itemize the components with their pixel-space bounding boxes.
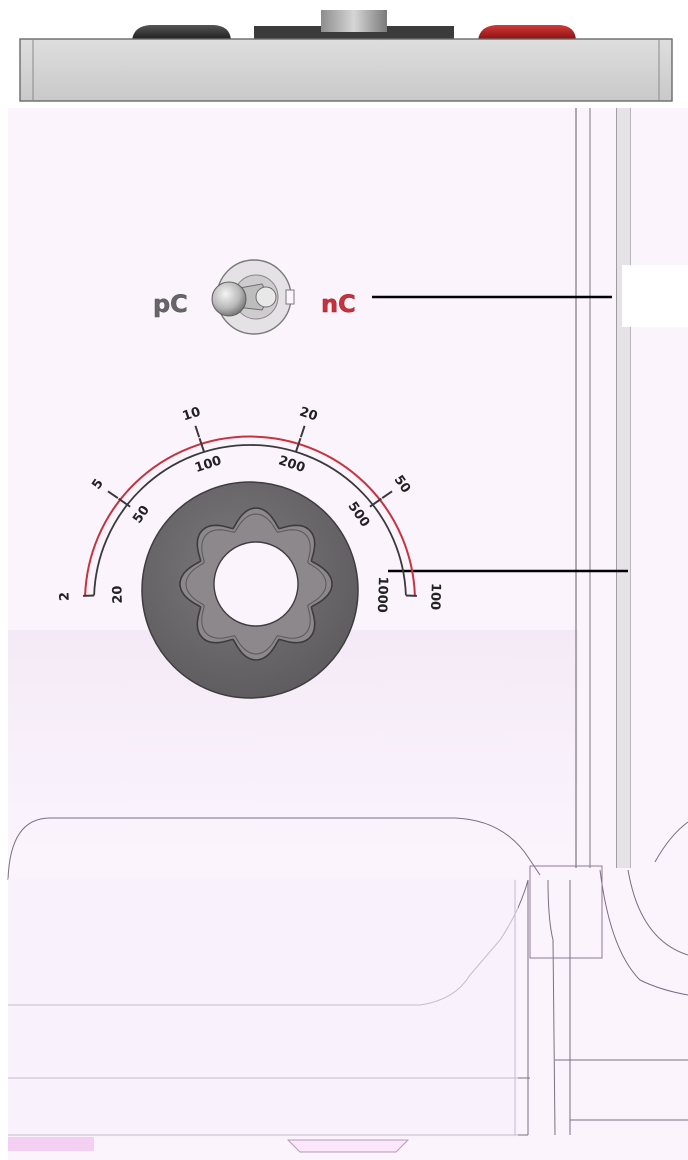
outer-scale-tick (194, 425, 201, 438)
range-knob[interactable] (141, 481, 359, 699)
outer-scale-tick (299, 425, 306, 438)
center-connector-base (254, 26, 454, 40)
lower-panel-fill (8, 878, 518, 1138)
inner-scale-tick (198, 437, 205, 452)
toggle-ball (211, 281, 247, 317)
foot-tab (286, 1139, 410, 1153)
outer-scale-arc (84, 435, 416, 596)
black-terminal[interactable] (132, 25, 231, 40)
toggle-notch (285, 289, 295, 305)
outer-scale-label: 100 (427, 583, 443, 611)
foot-marker (8, 1137, 94, 1151)
red-terminal[interactable] (478, 25, 576, 40)
side-rails (575, 108, 688, 868)
center-connector-post[interactable] (321, 10, 387, 32)
outer-scale-label: 10 (181, 405, 203, 425)
instrument-lid (19, 38, 673, 102)
inner-scale-label: 20 (110, 585, 126, 604)
inner-scale-label: 1000 (374, 576, 390, 613)
inner-scale-tick (369, 497, 382, 508)
toggle-pivot (255, 286, 277, 308)
inner-scale-tick (118, 497, 131, 508)
top-terminals (132, 10, 576, 40)
knob-grip-inner (185, 513, 327, 655)
inner-scale-arc (93, 444, 407, 596)
outer-scale-label: 20 (297, 405, 319, 425)
outer-scale-tick (381, 490, 393, 499)
polarity-toggle[interactable] (211, 259, 295, 335)
toggle-label-pc: pC (153, 290, 188, 318)
toggle-label-nc: nC (321, 290, 356, 318)
inner-scale-tick (295, 437, 302, 452)
outer-scale-tick (107, 490, 119, 499)
outer-scale-label: 2 (57, 592, 72, 602)
connector-block (529, 865, 603, 959)
knob-center-hole (213, 541, 299, 627)
